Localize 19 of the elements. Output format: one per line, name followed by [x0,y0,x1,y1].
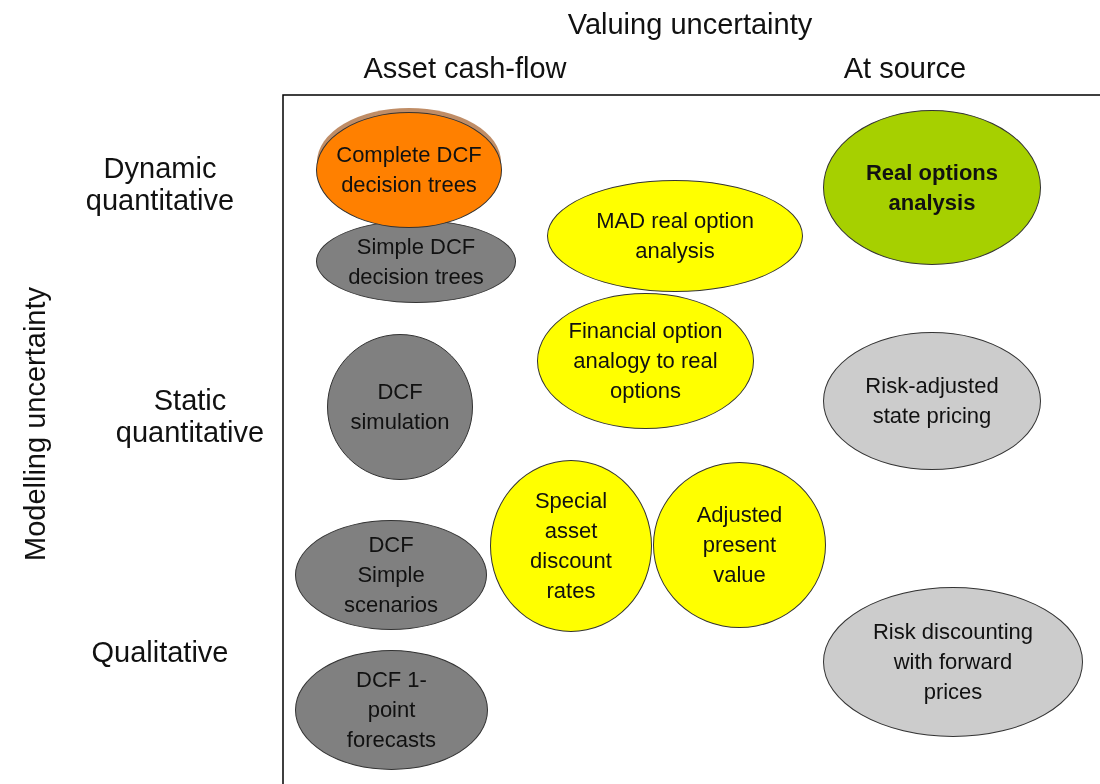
axis-title: Valuing uncertainty [566,8,814,40]
node-label: DCF Simple scenarios [342,531,440,619]
row-heading: Dynamic quantitative [84,152,236,216]
axis-title: Modelling uncertainty [19,286,51,564]
node-label: Risk discounting with forward prices [871,618,1035,706]
node-label: Complete DCF decision trees [335,141,483,199]
node-label: Adjusted present value [695,501,784,589]
node-label: Financial option analogy to real options [567,317,724,405]
node-label: Special asset discount rates [529,487,613,605]
node-label: Risk-adjusted state pricing [864,372,1000,430]
node-label: Real options analysis [865,158,999,217]
row-heading: Static quantitative [114,384,266,448]
node-label: Simple DCF decision trees [347,232,485,291]
column-heading: At source [842,52,968,84]
row-heading: Qualitative [90,636,230,668]
column-heading: Asset cash-flow [362,52,568,84]
node-label: DCF 1-point forecasts [345,666,438,754]
node-label: DCF simulation [349,378,451,436]
node-label: MAD real option analysis [595,207,755,265]
